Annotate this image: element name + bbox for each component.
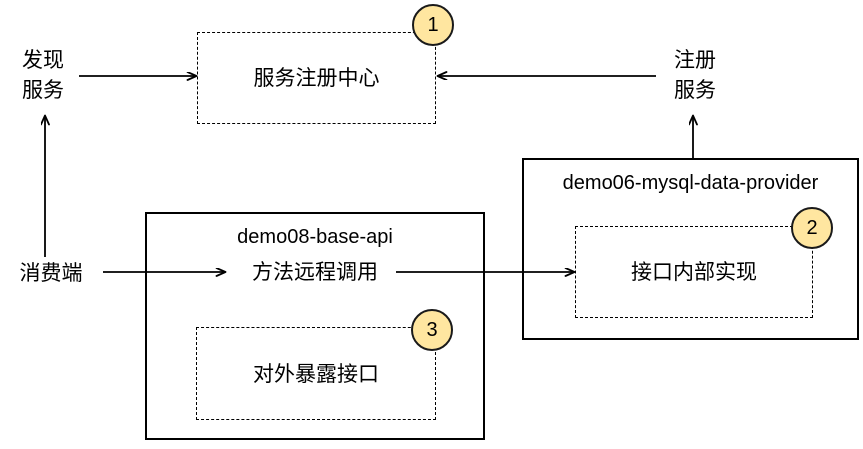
provider-inner-label: 接口内部实现 [631,260,757,284]
badge-3-value: 3 [426,318,438,341]
badge-2-value: 2 [806,216,818,239]
base-api-box[interactable] [145,212,485,440]
registry-box[interactable] [197,32,436,124]
badge-1-value: 1 [427,13,439,36]
badge-2[interactable]: 2 [791,207,833,249]
discover-service-label: 发现 服务 [22,48,64,102]
base-api-title: demo08-base-api [237,226,393,248]
provider-inner-box[interactable] [575,226,813,318]
badge-3[interactable]: 3 [411,309,453,351]
provider-box[interactable] [522,158,859,340]
base-api-inner-box[interactable] [196,327,436,420]
registry-label: 服务注册中心 [253,66,380,90]
register-service-label: 注册 服务 [674,48,716,102]
consumer-label: 消费端 [19,261,83,285]
base-api-inner-label: 对外暴露接口 [253,362,379,386]
base-api-method-label: 方法远程调用 [252,260,378,284]
badge-1[interactable]: 1 [412,4,454,46]
provider-title: demo06-mysql-data-provider [562,172,819,194]
